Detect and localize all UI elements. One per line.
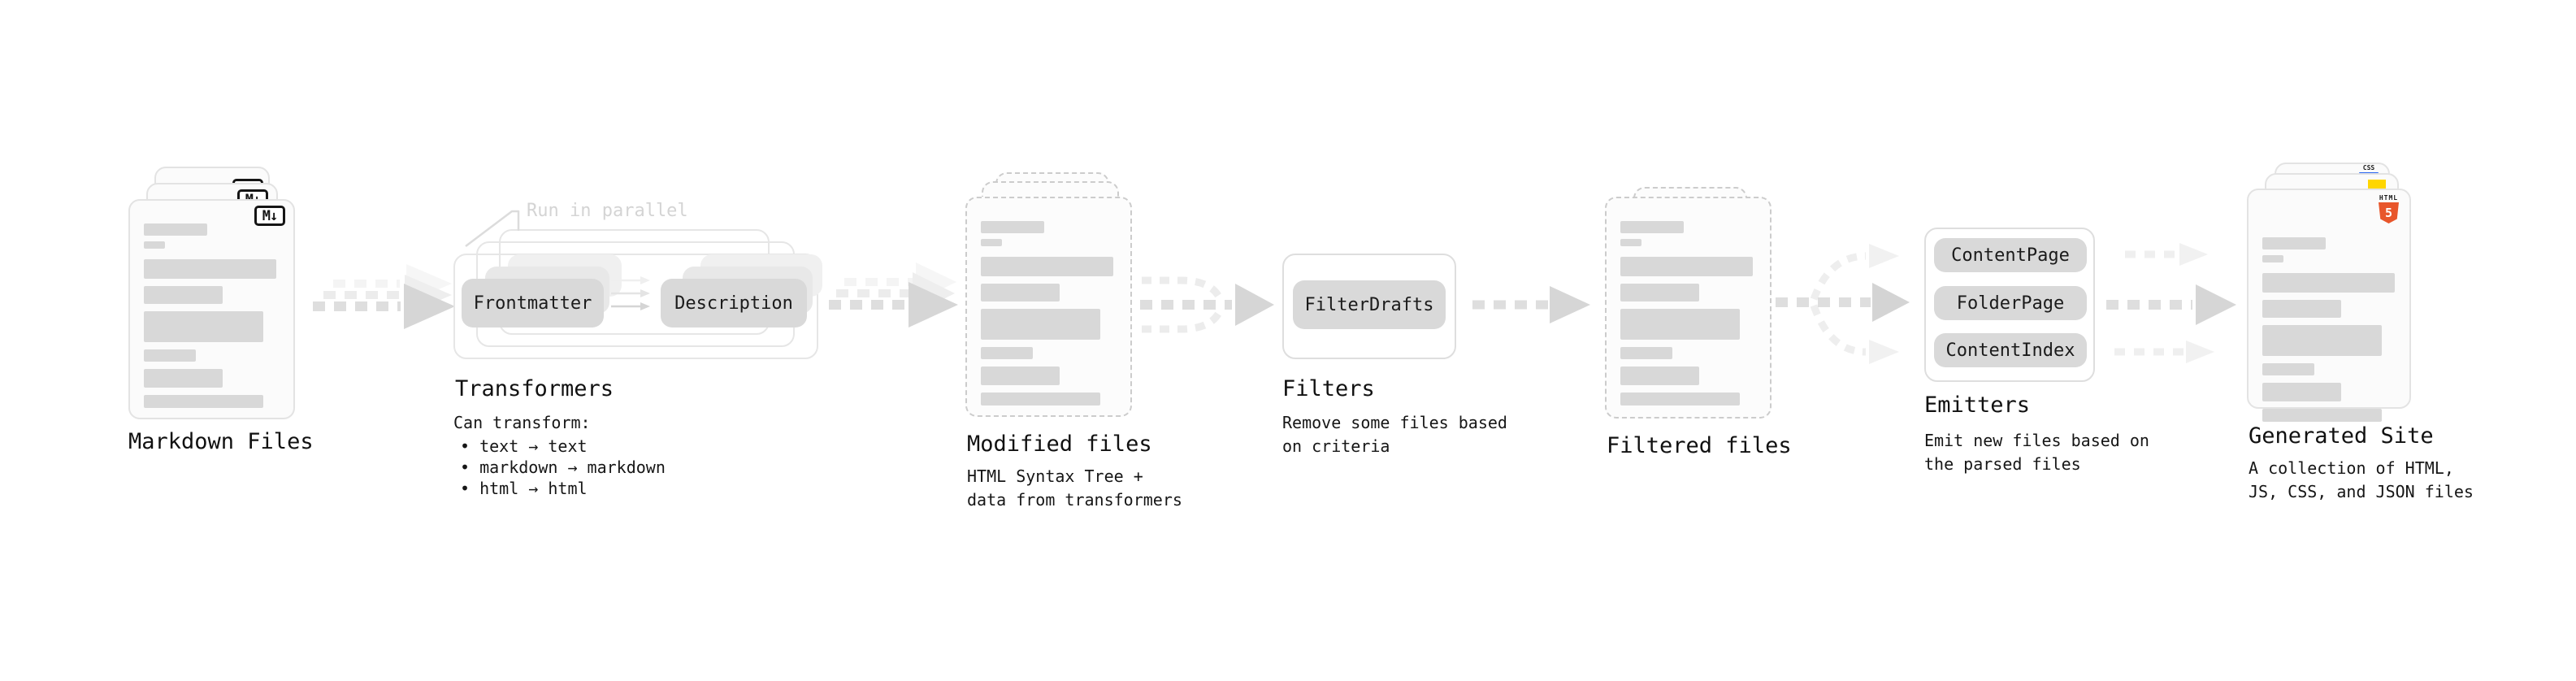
transformer-bullet: • html → html (460, 479, 588, 498)
emitter-pill-contentpage: ContentPage (1934, 238, 2087, 272)
modified-files-desc-line2: data from transformers (967, 490, 1182, 510)
document-content-placeholder (2262, 237, 2395, 422)
emitters-desc: Emit new files based on the parsed files (1924, 429, 2149, 476)
transformers-label: Transformers (455, 376, 614, 401)
document-content-placeholder (144, 223, 276, 408)
text-placeholder-bar (2262, 383, 2341, 401)
text-placeholder-bar (144, 241, 165, 249)
filters-container (1282, 254, 1456, 359)
text-placeholder-bar (981, 367, 1060, 385)
text-placeholder-bar (144, 286, 223, 304)
text-placeholder-bar (2262, 325, 2382, 356)
transformer-bullet: • markdown → markdown (460, 458, 666, 477)
js-file-icon (2368, 180, 2386, 189)
emitters-container (1924, 228, 2095, 382)
css-icon-text: CSS (2362, 164, 2375, 171)
text-placeholder-bar (144, 369, 223, 388)
generated-site-desc-line1: A collection of HTML, (2249, 458, 2454, 478)
transformers-desc-title: Can transform: (453, 413, 591, 432)
text-placeholder-bar (1620, 367, 1699, 385)
flow-arrow-transformers-to-modified (829, 262, 958, 327)
filter-pill-filterdrafts: FilterDrafts (1293, 280, 1446, 329)
filters-desc-line2: on criteria (1282, 436, 1390, 456)
flow-arrow-filters-to-filtered (1472, 286, 1590, 323)
text-placeholder-bar (981, 257, 1113, 276)
transformer-pill-frontmatter: Frontmatter (462, 279, 604, 327)
text-placeholder-bar (2262, 273, 2395, 293)
html5-icon: HTML 5 (2378, 194, 2400, 223)
text-placeholder-bar (1620, 347, 1672, 359)
emitters-desc-line1: Emit new files based on (1924, 431, 2149, 450)
emitters-desc-line2: the parsed files (1924, 454, 2081, 474)
filters-desc-line1: Remove some files based (1282, 413, 1507, 432)
transformers-bullet-list: • text → text • markdown → markdown • ht… (453, 436, 666, 499)
text-placeholder-bar (981, 239, 1002, 246)
text-placeholder-bar (981, 284, 1060, 301)
modified-files-label: Modified files (967, 432, 1152, 457)
markdown-icon: M↓ (254, 206, 285, 226)
text-placeholder-bar (144, 259, 276, 279)
text-placeholder-bar (981, 309, 1100, 340)
text-placeholder-bar (1620, 284, 1699, 301)
run-in-parallel-callout-line (465, 210, 520, 247)
emitter-pill-folderpage: FolderPage (1934, 286, 2087, 320)
text-placeholder-bar (144, 311, 263, 342)
html5-icon-text: HTML (2379, 194, 2399, 202)
html5-icon-number: 5 (2384, 206, 2393, 220)
transformer-step-arrows (611, 276, 650, 310)
text-placeholder-bar (144, 349, 196, 362)
markdown-file-card-front: M↓ (128, 199, 295, 419)
filters-desc: Remove some files based on criteria (1282, 411, 1507, 458)
markdown-files-label: Markdown Files (128, 429, 314, 454)
run-in-parallel-note: Run in parallel (527, 201, 688, 221)
text-placeholder-bar (2262, 237, 2326, 249)
modified-files-desc: HTML Syntax Tree + data from transformer… (967, 465, 1182, 512)
site-file-card-html: HTML 5 (2247, 189, 2411, 422)
text-placeholder-bar (144, 395, 263, 408)
html5-icon-shield: 5 (2379, 202, 2399, 223)
filtered-file-card-front (1605, 197, 1772, 419)
transformer-container-front (453, 254, 818, 359)
filtered-files-label: Filtered files (1607, 433, 1792, 458)
text-placeholder-bar (2262, 363, 2314, 375)
transformer-pill-description: Description (661, 279, 807, 327)
text-placeholder-bar (1620, 393, 1740, 406)
document-content-placeholder (981, 221, 1113, 406)
text-placeholder-bar (981, 347, 1033, 359)
text-placeholder-bar (144, 223, 207, 236)
text-placeholder-bar (2262, 300, 2341, 318)
text-placeholder-bar (1620, 239, 1641, 246)
flow-arrow-markdown-to-transformers (313, 264, 455, 329)
text-placeholder-bar (1620, 257, 1753, 276)
generated-site-desc: A collection of HTML, JS, CSS, and JSON … (2249, 457, 2474, 504)
emitters-label: Emitters (1924, 393, 2031, 418)
text-placeholder-bar (1620, 309, 1740, 340)
flow-arrow-filtered-to-emitters (1776, 244, 1910, 364)
flow-arrow-emitters-to-site (2106, 243, 2236, 363)
transformer-bullet: • text → text (460, 436, 588, 456)
text-placeholder-bar (1620, 221, 1684, 233)
modified-files-desc-line1: HTML Syntax Tree + (967, 466, 1143, 486)
document-content-placeholder (1620, 221, 1753, 406)
text-placeholder-bar (2262, 409, 2382, 422)
generated-site-label: Generated Site (2249, 423, 2434, 449)
text-placeholder-bar (981, 221, 1044, 233)
text-placeholder-bar (2262, 255, 2283, 262)
generated-site-desc-line2: JS, CSS, and JSON files (2249, 482, 2474, 501)
text-placeholder-bar (981, 393, 1100, 406)
modified-file-card-front (965, 197, 1132, 417)
flow-arrow-modified-to-filters (1140, 276, 1274, 333)
filters-label: Filters (1282, 376, 1375, 401)
emitter-pill-contentindex: ContentIndex (1934, 333, 2087, 367)
